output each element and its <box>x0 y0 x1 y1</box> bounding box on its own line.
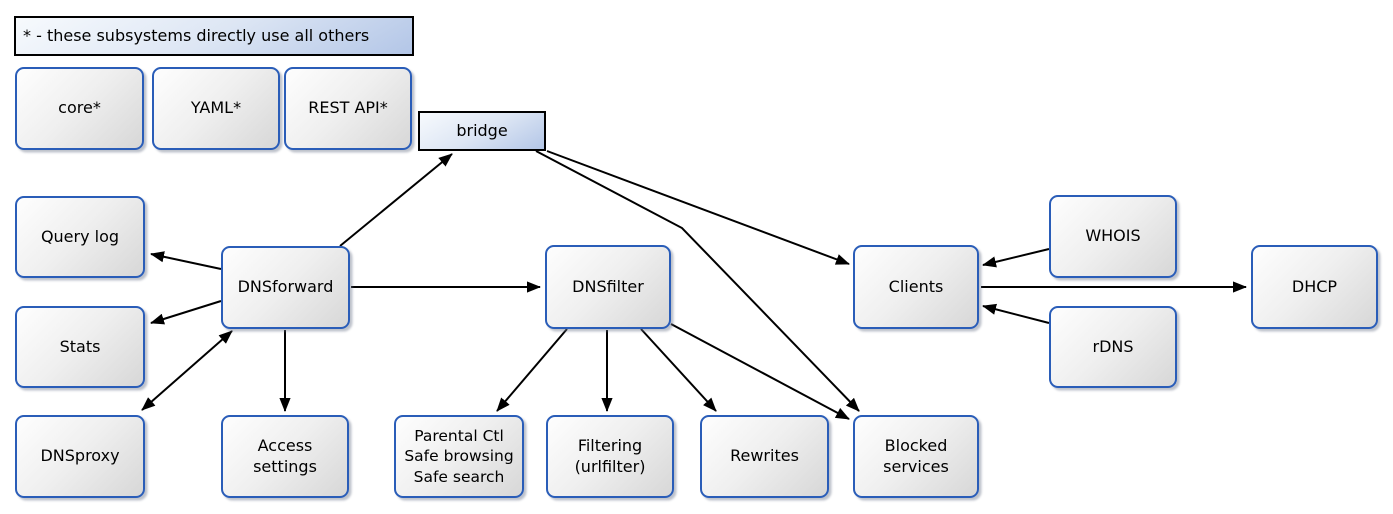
edge-whois-clients <box>982 248 1050 268</box>
edge-dnsforward-stats <box>150 300 222 325</box>
node-dnsproxy: DNSproxy <box>15 415 145 498</box>
edge-dnsforward-bridge <box>339 153 453 247</box>
node-dhcp: DHCP <box>1251 245 1378 329</box>
node-parental-safebrowsing-safesearch: Parental Ctl Safe browsing Safe search <box>394 415 524 498</box>
node-yaml: YAML* <box>152 67 280 150</box>
edge-dnsfilter-rewrites <box>640 328 717 412</box>
node-access-settings: Access settings <box>221 415 349 498</box>
edge-dnsforward-query-log <box>150 251 222 270</box>
edge-dnsfilter-parental <box>496 328 568 412</box>
node-clients: Clients <box>853 245 979 329</box>
node-blocked-services: Blocked services <box>853 415 979 498</box>
node-rest-api: REST API* <box>284 67 412 150</box>
node-whois: WHOIS <box>1049 195 1177 278</box>
node-stats: Stats <box>15 306 145 388</box>
node-dnsfilter: DNSfilter <box>545 245 671 329</box>
node-rewrites: Rewrites <box>700 415 829 498</box>
node-rdns: rDNS <box>1049 306 1177 388</box>
node-bridge: bridge <box>418 111 546 151</box>
edge-dnsforward-dnsproxy-bidirectional <box>141 330 233 411</box>
node-query-log: Query log <box>15 196 145 278</box>
node-core: core* <box>15 67 144 150</box>
legend-note: * - these subsystems directly use all ot… <box>14 16 414 56</box>
edge-rdns-clients <box>982 303 1050 324</box>
node-filtering-urlfilter: Filtering (urlfilter) <box>546 415 674 498</box>
edge-dnsfilter-blocked-services <box>670 323 850 420</box>
node-dnsforward: DNSforward <box>221 246 350 329</box>
